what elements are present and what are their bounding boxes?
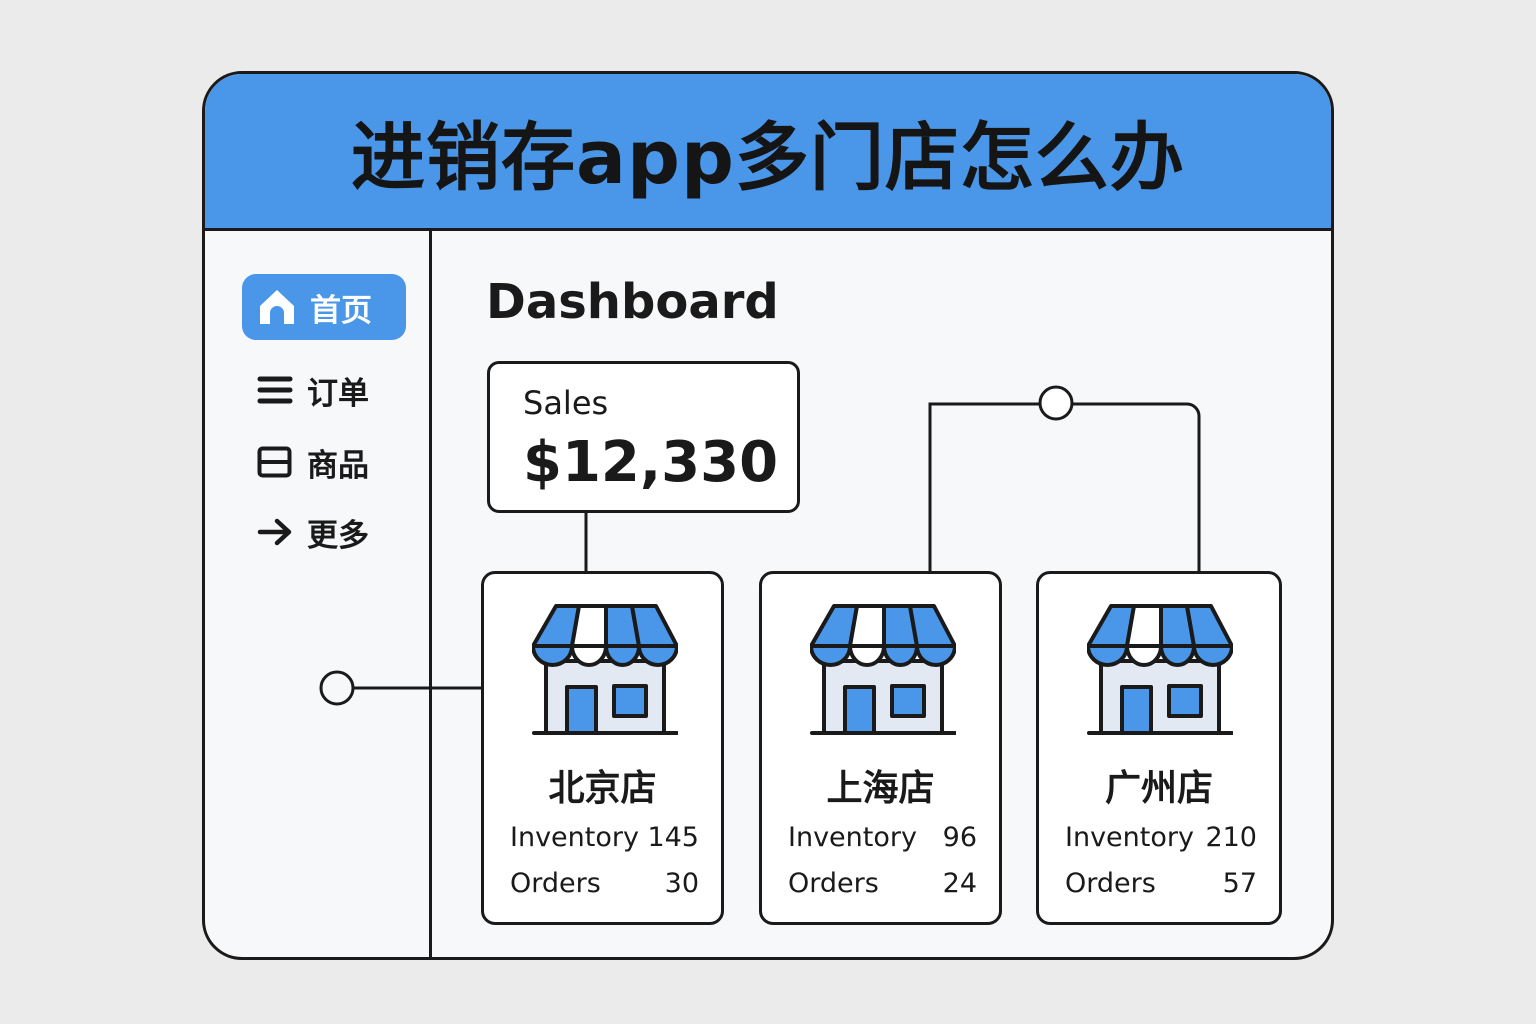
arrow-right-icon [257,518,292,546]
store-icon [809,603,957,735]
menu-icon [257,376,293,404]
store-card-guangzhou[interactable]: 广州店 Inventory 210 Orders 57 [1036,571,1282,925]
orders-label: Orders [510,868,601,899]
sidebar-item-home[interactable]: 首页 [242,274,406,340]
sidebar-item-label: 更多 [307,517,369,554]
inventory-row: Inventory 96 [788,822,977,853]
sidebar-item-label: 订单 [307,375,369,412]
inventory-row: Inventory 210 [1065,822,1257,853]
sales-value: $12,330 [523,430,779,495]
sidebar-item-products[interactable]: 商品 [257,437,369,487]
box-icon [257,446,292,478]
inventory-value: 210 [1205,822,1257,853]
app-window: 进销存app多门店怎么办 首页 订单 商品 更多 Dashboard Sales… [202,71,1334,960]
orders-value: 30 [664,868,699,899]
inventory-label: Inventory [510,822,639,853]
sidebar-divider [429,231,432,957]
inventory-label: Inventory [788,822,917,853]
orders-label: Orders [788,868,879,899]
home-icon [260,290,294,324]
inventory-label: Inventory [1065,822,1194,853]
store-name: 北京店 [548,768,657,809]
orders-value: 24 [942,868,977,899]
header-bar: 进销存app多门店怎么办 [205,74,1331,231]
connector-lines [319,385,1201,706]
store-icon [531,603,679,735]
inventory-value: 145 [647,822,699,853]
orders-row: Orders 57 [1065,868,1257,899]
orders-row: Orders 30 [510,868,699,899]
inventory-value: 96 [942,822,977,853]
store-card-shanghai[interactable]: 上海店 Inventory 96 Orders 24 [759,571,1002,925]
store-name: 广州店 [1104,768,1213,809]
sales-label: Sales [523,384,609,422]
sidebar-item-label: 商品 [307,447,369,484]
sidebar-item-orders[interactable]: 订单 [257,365,369,415]
page-title: 进销存app多门店怎么办 [351,114,1185,201]
store-icon [1086,603,1234,735]
store-card-beijing[interactable]: 北京店 Inventory 145 Orders 30 [481,571,724,925]
inventory-row: Inventory 145 [510,822,699,853]
dashboard-heading: Dashboard [486,274,779,330]
orders-row: Orders 24 [788,868,977,899]
sidebar-item-more[interactable]: 更多 [257,507,369,557]
orders-value: 57 [1222,868,1257,899]
orders-label: Orders [1065,868,1156,899]
sales-card: Sales $12,330 [487,361,800,513]
store-name: 上海店 [826,768,935,809]
sidebar-item-label: 首页 [310,292,372,329]
